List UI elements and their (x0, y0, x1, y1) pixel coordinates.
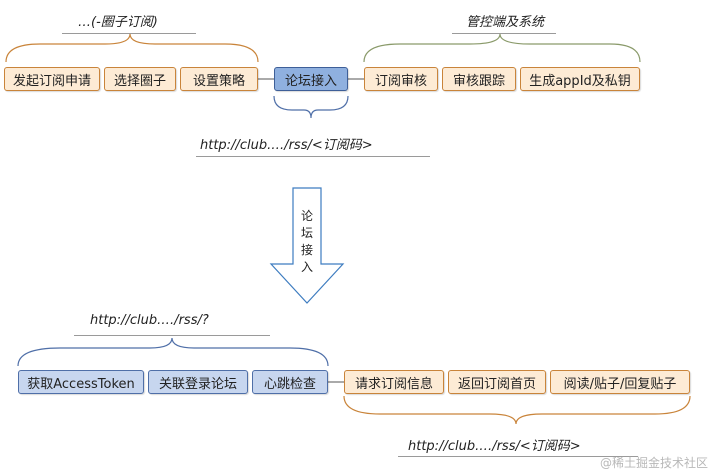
step-link-login: 关联登录论坛 (148, 370, 248, 394)
top-left-title: …(-圈子订阅) (78, 15, 158, 30)
brace-bottom-right (343, 395, 691, 425)
step-select-circle: 选择圈子 (104, 67, 176, 91)
brace-top-left (5, 33, 259, 63)
down-arrow-shape (269, 187, 345, 304)
watermark: @稀土掘金技术社区 (599, 456, 708, 470)
step-generate-appid: 生成appId及私钥 (520, 67, 640, 91)
step-subscription-review: 订阅审核 (364, 67, 438, 91)
step-review-tracking: 审核跟踪 (442, 67, 516, 91)
bottom-top-url: http://club.…/rss/? (90, 313, 209, 328)
top-url-underline (196, 156, 430, 157)
step-request-subscription-info: 请求订阅信息 (344, 370, 444, 394)
top-right-title: 管控端及系统 (466, 15, 545, 30)
brace-under-forum (273, 95, 349, 119)
bottom-top-url-underline (74, 335, 270, 336)
step-return-home: 返回订阅首页 (448, 370, 546, 394)
top-right-title-underline (452, 33, 556, 34)
step-heartbeat: 心跳检查 (252, 370, 328, 394)
bottom-url-underline (398, 456, 638, 457)
step-set-policy: 设置策略 (180, 67, 258, 91)
brace-top-right (363, 33, 641, 63)
step-forum-access: 论坛接入 (274, 67, 348, 91)
step-read-reply: 阅读/贴子/回复贴子 (550, 370, 690, 394)
top-url: http://club.…/rss/<订阅码> (200, 138, 373, 153)
top-left-title-underline (62, 33, 196, 34)
step-submit-subscription: 发起订阅申请 (4, 67, 100, 91)
step-get-access-token: 获取AccessToken (18, 370, 144, 394)
bottom-url: http://club.…/rss/<订阅码> (408, 439, 581, 454)
brace-bottom-left (17, 337, 329, 367)
arrow-label: 论坛接入 (300, 209, 313, 274)
